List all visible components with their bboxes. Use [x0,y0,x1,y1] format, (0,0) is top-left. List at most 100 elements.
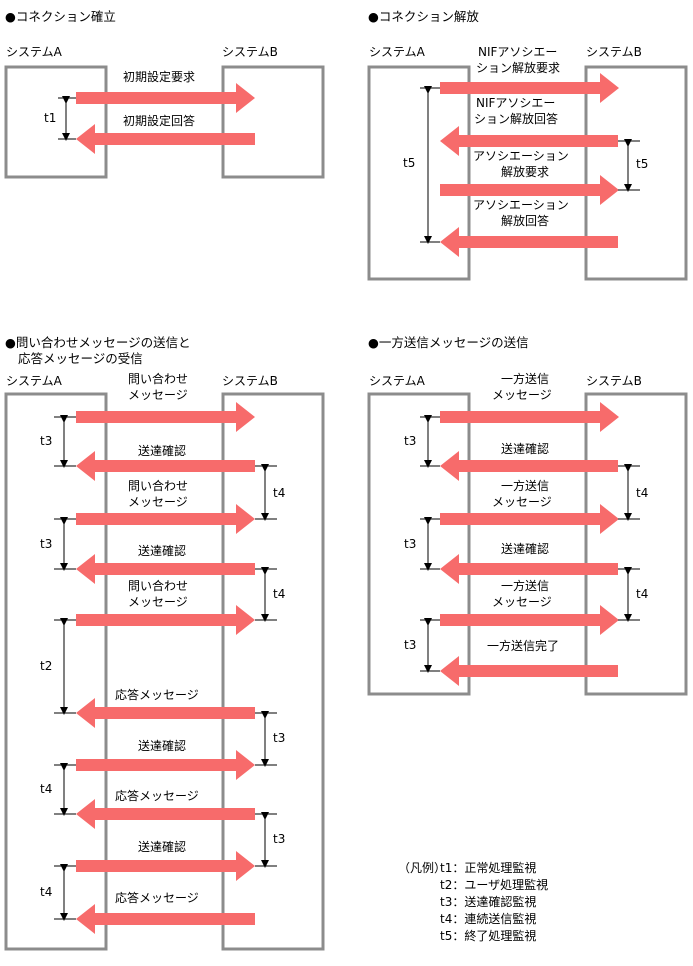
connect-system-b-label: システムB [222,45,278,59]
release-arrow-assoc-request [440,175,619,205]
oneway-t4-b-label: t4 [636,587,648,601]
inquiry-msg-response-2: 応答メッセージ [115,788,199,803]
inquiry-msg-inquiry-2-line1: 問い合わせ [128,478,188,493]
oneway-msg-2-line2: メッセージ [492,495,552,509]
inquiry-msg-inquiry-3-line2: メッセージ [128,595,188,609]
oneway-arrow-msg-2 [440,504,619,534]
release-system-b-label: システムB [586,45,642,59]
inquiry-arrow-inquiry-1 [76,402,255,432]
connect-msg-request: 初期設定要求 [123,69,195,84]
inquiry-msg-ack-3: 送達確認 [138,738,186,753]
inquiry-timer-t3-b: t3 [40,517,76,571]
inquiry-timer-t3-right-a: t3 [255,711,285,767]
oneway-timer-t4-a: t4 [618,464,648,521]
connect-section: ●コネクション確立 システムA システムB 初期設定要求 初期設定回答 t1 [4,9,325,179]
oneway-msg-3-line1: 一方送信 [501,578,549,593]
release-msg1-line1: NIFアソシエー [478,45,557,59]
connect-t1-label: t1 [44,111,56,125]
legend-item-t3: t3：送達確認監視 [440,894,536,909]
oneway-t4-a-label: t4 [636,486,648,500]
inquiry-arrow-ack-4 [76,851,255,881]
inquiry-arrow-ack-3 [76,750,255,780]
inquiry-msg-response-3: 応答メッセージ [115,890,199,905]
inquiry-title-line2: 応答メッセージの受信 [18,351,143,366]
inquiry-msg-ack-1: 送達確認 [138,443,186,458]
inquiry-t4-right-a-label: t4 [273,486,285,500]
oneway-arrow-ack-2 [440,554,618,584]
oneway-system-b-box [584,392,688,696]
connect-title: ●コネクション確立 [5,9,116,24]
oneway-arrow-ack-1 [440,451,618,481]
release-timer-t5-right: t5 [618,139,648,192]
inquiry-timer-t2: t2 [40,618,76,715]
connect-arrow-response [76,124,255,154]
oneway-timer-t3-b: t3 [404,517,440,571]
oneway-msg-ack-2: 送達確認 [501,541,549,556]
connect-msg-response: 初期設定回答 [123,113,195,128]
connect-arrow-request [76,83,255,113]
inquiry-arrow-response-2 [76,799,255,829]
oneway-msg-3-line2: メッセージ [492,595,552,609]
release-msg4-line2: 解放回答 [501,213,549,228]
inquiry-timer-t4-right-a: t4 [255,464,285,521]
inquiry-timer-t4-left-b: t4 [40,864,76,921]
legend-item-t4: t4：連続送信監視 [440,911,536,926]
inquiry-msg-inquiry-1-line1: 問い合わせ [128,371,188,386]
inquiry-t2-label: t2 [40,659,52,673]
release-arrow-assoc-response [440,227,618,257]
inquiry-msg-ack-2: 送達確認 [138,543,186,558]
oneway-msg-done: 一方送信完了 [487,638,559,653]
release-arrow-nif-response [440,126,618,156]
inquiry-t3-a-label: t3 [40,434,52,448]
release-timer-t5-left: t5 [403,86,440,244]
inquiry-t4-left-a-label: t4 [40,782,52,796]
release-system-a-label: システムA [369,45,426,59]
connect-system-a-label: システムA [6,45,63,59]
oneway-system-a-box [367,392,471,696]
oneway-arrow-msg-3 [440,605,619,635]
inquiry-timer-t3-right-b: t3 [255,812,285,868]
inquiry-system-a-label: システムA [6,374,63,388]
oneway-t3-b-label: t3 [404,537,416,551]
inquiry-msg-inquiry-1-line2: メッセージ [128,388,188,402]
inquiry-msg-inquiry-2-line2: メッセージ [128,495,188,509]
oneway-timer-t3-a: t3 [404,415,440,468]
oneway-msg-ack-1: 送達確認 [501,441,549,456]
inquiry-system-b-box [221,392,325,951]
oneway-msg-1-line1: 一方送信 [501,371,549,386]
legend: （凡例） t1：正常処理監視 t2：ユーザ処理監視 t3：送達確認監視 t4：連… [398,860,548,943]
inquiry-t4-right-b-label: t4 [273,587,285,601]
legend-label: （凡例） [398,861,446,875]
oneway-section: ●一方送信メッセージの送信 システムA システムB 一方送信 メッセージ 送達確… [367,335,688,696]
inquiry-system-b-label: システムB [222,374,278,388]
inquiry-t3-right-b-label: t3 [273,832,285,846]
release-t5-right-label: t5 [636,157,648,171]
inquiry-msg-response-1: 応答メッセージ [115,687,199,702]
release-arrow-nif-request [440,73,619,103]
connect-system-b-box [221,65,325,179]
inquiry-timer-t3-a: t3 [40,415,76,468]
oneway-arrow-done [440,656,618,686]
inquiry-system-a-box [4,392,108,951]
release-t5-left-label: t5 [403,156,415,170]
inquiry-msg-inquiry-3-line1: 問い合わせ [128,578,188,593]
release-msg2-line2: ション解放回答 [474,111,558,126]
release-msg4-line1: アソシエーション [473,198,569,212]
inquiry-arrow-ack-2 [76,554,255,584]
inquiry-arrow-ack-1 [76,451,255,481]
legend-item-t1: t1：正常処理監視 [440,860,536,875]
inquiry-arrow-response-1 [76,698,255,728]
inquiry-t4-left-b-label: t4 [40,885,52,899]
inquiry-section: ●問い合わせメッセージの送信と 応答メッセージの受信 システムA システムB 問… [4,335,325,951]
inquiry-arrow-inquiry-2 [76,504,255,534]
inquiry-timer-t4-left-a: t4 [40,763,76,816]
release-msg1-line2: ション解放要求 [476,60,560,75]
oneway-msg-1-line2: メッセージ [492,388,552,402]
connect-system-a-box [4,65,108,179]
connect-timer-t1: t1 [44,96,76,141]
inquiry-msg-ack-4: 送達確認 [138,839,186,854]
oneway-msg-2-line1: 一方送信 [501,478,549,493]
oneway-timer-t4-b: t4 [618,567,648,622]
inquiry-t3-right-a-label: t3 [273,731,285,745]
